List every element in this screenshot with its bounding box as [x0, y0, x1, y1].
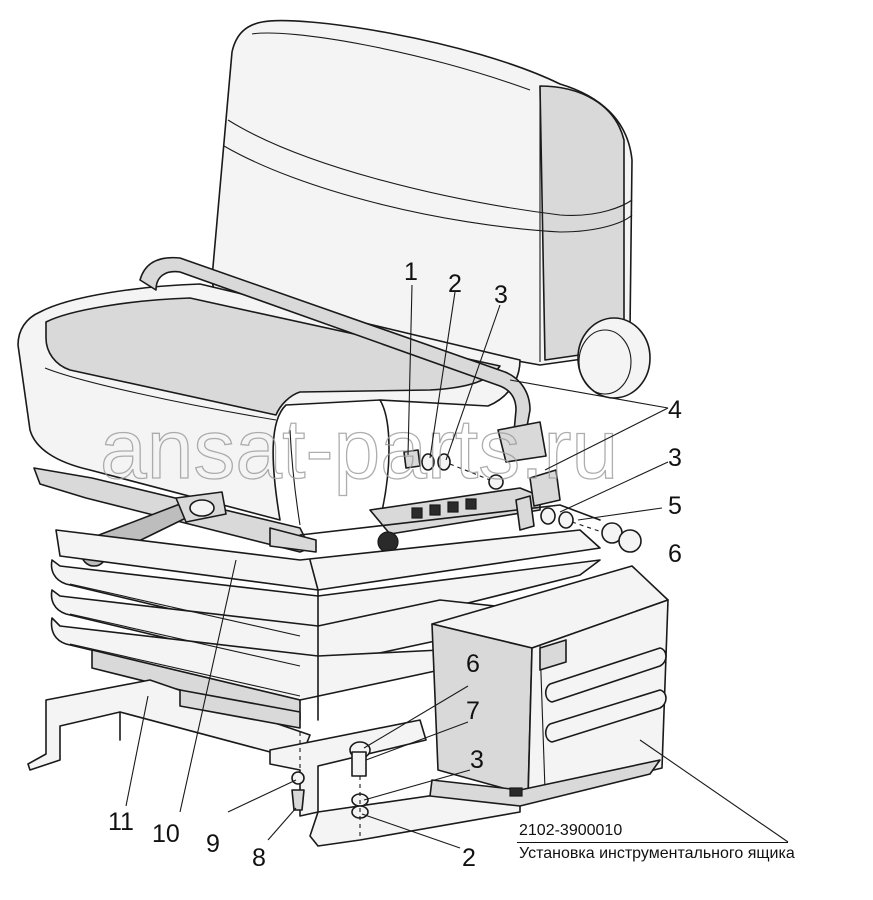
callout-2-upper: 2 — [448, 270, 462, 298]
callout-11: 11 — [108, 808, 134, 836]
callout-7: 7 — [466, 697, 480, 725]
callout-3-lower: 3 — [470, 746, 484, 774]
drawing-code: 2102-3900010 — [519, 822, 623, 839]
leader-lines — [125, 284, 789, 849]
seat-handrail — [139, 256, 547, 463]
recline-handwheel — [577, 317, 651, 399]
callout-1: 1 — [404, 258, 418, 286]
callout-10: 10 — [152, 820, 180, 848]
lower-fastener-set — [291, 700, 371, 840]
suspension-bellows — [50, 529, 601, 721]
callout-5: 5 — [668, 492, 682, 520]
callout-3-right: 3 — [668, 444, 682, 472]
callout-labels: 1 2 3 4 3 5 6 6 7 3 2 8 9 10 11 — [108, 258, 682, 872]
callout-6-right: 6 — [668, 540, 682, 568]
watermark-text: ansat-parts.ru — [100, 402, 618, 496]
callout-8: 8 — [252, 844, 266, 872]
callout-6-lower: 6 — [466, 650, 480, 678]
caption-underline — [517, 842, 788, 843]
base-mounting-bracket — [27, 679, 521, 847]
upper-fastener-set — [403, 449, 642, 553]
callout-3-upper: 3 — [494, 281, 508, 309]
tool-box — [429, 565, 669, 807]
callout-4: 4 — [668, 396, 682, 424]
drawing-title: Установка инструментального ящика — [519, 845, 795, 862]
callout-9: 9 — [206, 830, 220, 858]
callout-2-lower: 2 — [462, 844, 476, 872]
